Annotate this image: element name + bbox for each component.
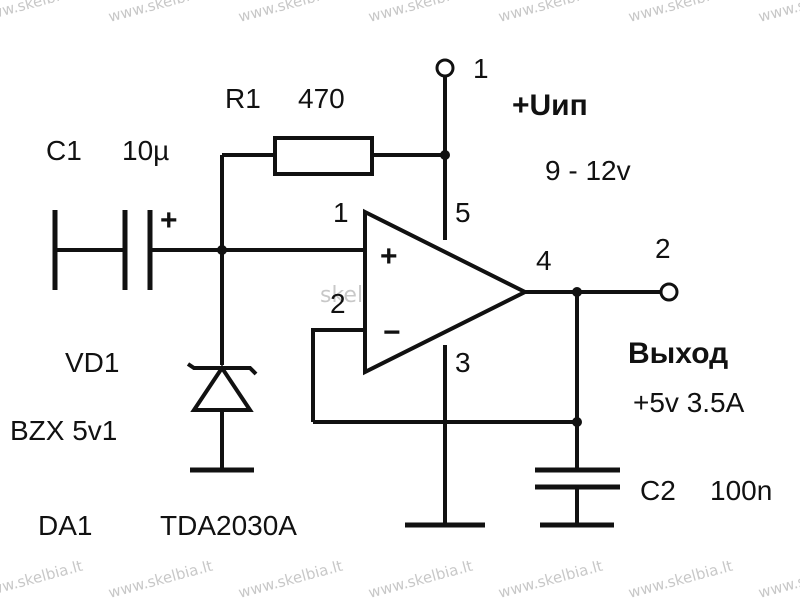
pin-2-label: 2: [330, 288, 346, 319]
supply-name-label: +Uип: [512, 89, 588, 122]
watermark-text: www.skelbia.lt: [0, 0, 85, 26]
resistor-r1: [273, 136, 374, 176]
supply-range-label: 9 - 12v: [545, 155, 631, 186]
pin-5-label: 5: [455, 197, 471, 228]
da1-name-label: DA1: [38, 510, 92, 541]
terminal-2: [659, 282, 679, 302]
watermark-bottom: www.skelbia.lt www.skelbia.lt www.skelbia.…: [0, 557, 800, 602]
r1-value-label: 470: [298, 83, 345, 114]
junction-feedback: [572, 417, 582, 427]
capacitor-c1: [52, 210, 153, 290]
c2-value-label: 100n: [710, 475, 772, 506]
opamp-plus-label: +: [380, 240, 398, 273]
junction-supply: [440, 150, 450, 160]
watermark-text: www.skelbia.lt: [496, 557, 604, 600]
watermark-text: www.skelbia.lt: [0, 557, 85, 600]
terminal-2-label: 2: [655, 233, 671, 264]
zener-bar: [186, 362, 258, 376]
r1-name-label: R1: [225, 83, 261, 114]
watermark-text: www.skelbia.lt: [236, 0, 344, 26]
c1-plus-label: +: [160, 204, 178, 237]
watermark-text: www.skelbia.lt: [626, 557, 734, 600]
opamp-da1: [363, 208, 530, 376]
watermark-text: www.skelbia.lt: [626, 0, 734, 26]
watermark-text: www.skelbia.lt: [366, 557, 474, 600]
vd1-name-label: VD1: [65, 347, 119, 378]
output-spec-label: +5v 3.5A: [633, 387, 745, 418]
zener-vd1: [186, 362, 258, 473]
watermark-text: www.skelbia.lt: [756, 557, 800, 600]
watermark-text: www.skelbia.lt: [366, 0, 474, 26]
terminal-1: [435, 58, 455, 78]
zener-triangle: [190, 364, 254, 412]
watermark-text: www.skelbia.lt: [236, 557, 344, 600]
pin-3-label: 3: [455, 347, 471, 378]
output-name-label: Выход: [628, 337, 728, 370]
wires: [150, 75, 662, 525]
pin-1-label: 1: [333, 197, 349, 228]
c2-name-label: C2: [640, 475, 676, 506]
terminal-1-label: 1: [473, 53, 489, 84]
opamp-minus-label: −: [383, 316, 401, 349]
capacitor-c2: [535, 467, 620, 490]
junction-input: [217, 245, 227, 255]
c1-value-label: 10µ: [122, 135, 169, 166]
watermark-text: www.skelbia.lt: [756, 0, 800, 26]
vd1-part-label: BZX 5v1: [10, 415, 117, 446]
watermark-text: www.skelbia.lt: [496, 0, 604, 26]
da1-part-label: TDA2030A: [160, 510, 297, 541]
watermark-text: www.skelbia.lt: [106, 557, 214, 600]
junction-output: [572, 287, 582, 297]
watermark-text: www.skelbia.lt: [106, 0, 214, 26]
pin-4-label: 4: [536, 245, 552, 276]
watermark-top: www.skelbia.lt www.skelbia.lt www.skelbia.…: [0, 0, 800, 26]
c1-name-label: C1: [46, 135, 82, 166]
